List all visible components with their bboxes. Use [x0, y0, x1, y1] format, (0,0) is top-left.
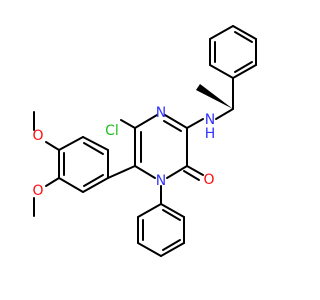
bond-c6-ar [107, 165, 136, 179]
bond-c5-cl [120, 119, 136, 129]
bond-c5-n4 [134, 114, 158, 129]
bond-ph1-in3 [234, 61, 253, 73]
bond-ph2-in2 [162, 239, 181, 251]
bond-ph1-d [232, 25, 257, 40]
bond-ar-opara [45, 177, 60, 187]
bond-n4-c3 [164, 114, 188, 129]
amine-hydrogen-label: H [205, 126, 216, 142]
bond-ar-c [58, 136, 84, 151]
bond-ar-f [82, 177, 109, 193]
bond-c2-o [186, 165, 204, 176]
methoxy-meta-oxygen-label: O [32, 128, 43, 144]
ring-nitrogen-n1-label: N [156, 173, 166, 189]
ring-nitrogen-n4-label: N [156, 105, 166, 121]
bond-ph2-in3 [162, 209, 181, 221]
bond-c2-n1 [166, 165, 188, 179]
bond-ar-in3 [83, 174, 104, 187]
bond-ph1-c [209, 25, 234, 40]
bond-c3-nh [186, 118, 204, 129]
molecule-structure: Cl N N H N O O O [32, 25, 257, 257]
bond-ar-in1 [83, 142, 104, 155]
carbonyl-oxygen-label: O [203, 172, 214, 188]
bond-ar-ometa [45, 141, 60, 151]
atom-labels: Cl N N H N O O O [32, 105, 215, 199]
bond-ph1-in2 [234, 31, 253, 43]
amine-nitrogen-label: N [205, 112, 215, 128]
bond-c2-o-double [183, 170, 200, 181]
bond-ch-methyl-wedge [196, 84, 233, 109]
bond-n4-c3-inner [163, 120, 182, 132]
bond-ph2-d [160, 242, 185, 257]
bond-ph2-f [160, 203, 185, 218]
bond-n1-c6 [134, 165, 156, 179]
bond-ar-e [58, 177, 84, 193]
methoxy-para-oxygen-label: O [32, 183, 43, 199]
chlorine-label: Cl [105, 123, 119, 139]
bond-ph2-c [137, 242, 162, 257]
bond-nh-ch [215, 108, 234, 120]
bond-ph1-f [232, 64, 257, 79]
bonds [33, 25, 257, 257]
bond-ar-b [82, 136, 109, 151]
bond-ph2-a [137, 203, 162, 218]
bond-ph1-a [209, 64, 234, 79]
